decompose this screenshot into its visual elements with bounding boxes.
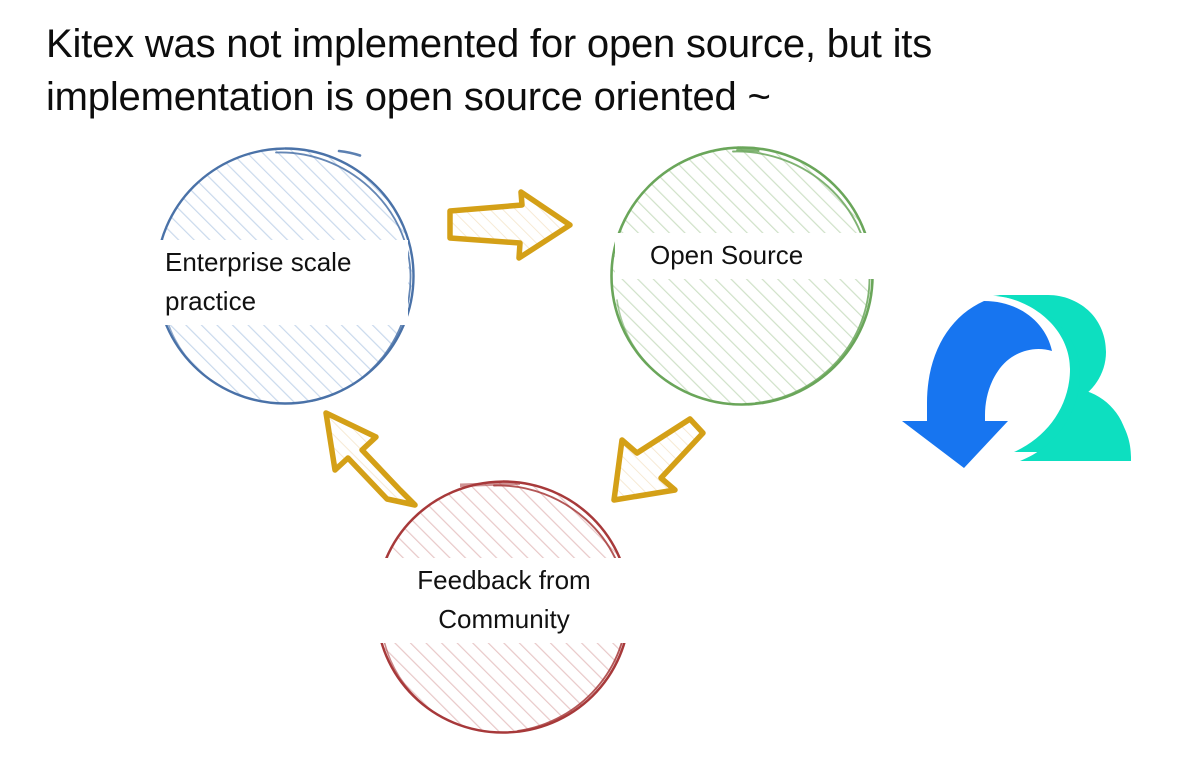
node-label-enterprise: Enterprise scale practice — [140, 240, 408, 325]
page-title: Kitex was not implemented for open sourc… — [46, 22, 943, 120]
logo-blue-arrow — [902, 301, 1052, 468]
arrow-enterprise-to-opensource — [447, 189, 573, 261]
node-label-opensource: Open Source — [615, 233, 880, 279]
node-label-feedback: Feedback from Community — [370, 558, 638, 643]
arrow-feedback-to-enterprise — [323, 410, 418, 508]
logo-teal-shape — [996, 296, 1131, 461]
cloudwego-logo — [880, 285, 1140, 470]
arrow-opensource-to-feedback — [611, 416, 706, 503]
node-opensource[interactable] — [605, 140, 885, 420]
cloudwego-logo-icon — [902, 295, 1131, 468]
